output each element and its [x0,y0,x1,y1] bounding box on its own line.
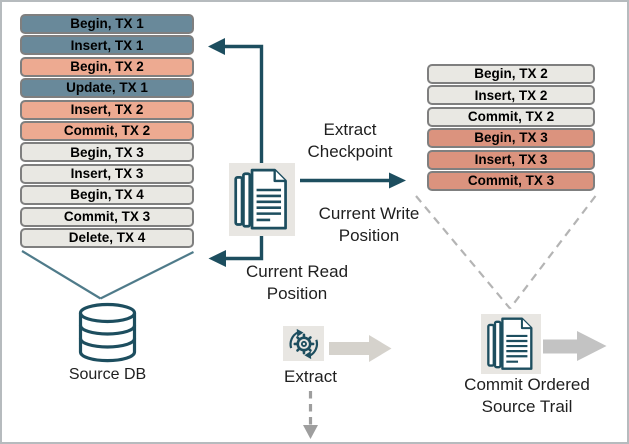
log-row: Commit, TX 2 [20,120,194,141]
log-row: Insert, TX 2 [427,85,595,106]
current-read-position-label: Current Read Position [245,262,349,304]
commit-ordered-source-trail-label: Commit Ordered Source Trail [464,375,590,417]
extract-checkpoint-arrow [300,172,406,189]
log-row: Begin, TX 4 [20,185,194,206]
log-row: Commit, TX 3 [427,170,595,191]
log-row: Update, TX 1 [20,78,194,99]
database-cylinder-icon [78,302,137,363]
extract-process-iconbox [283,326,324,361]
extract-down-dashed-arrow [303,391,318,439]
log-row: Begin, TX 3 [427,128,595,149]
log-row: Insert, TX 3 [20,163,194,184]
extract-output-block-arrow [329,335,392,362]
log-row: Insert, TX 2 [20,99,194,120]
current-write-position-label: Current Write Position [318,204,420,246]
document-stack-icon [233,168,291,232]
read-marker-arrow [208,38,264,166]
extract-label: Extract [284,367,337,386]
log-row: Begin, TX 1 [20,14,194,34]
document-stack-icon [486,317,536,372]
log-row: Commit, TX 2 [427,106,595,127]
checkpoint-file-iconbox [229,163,295,236]
trail-output-block-arrow [543,331,607,361]
log-row: Begin, TX 2 [20,56,194,77]
log-row: Delete, TX 4 [20,227,194,248]
log-row: Begin, TX 2 [427,64,595,84]
gear-sync-icon [285,327,322,360]
trail-funnel-dashed-lines [415,195,597,310]
log-row: Begin, TX 3 [20,142,194,163]
source-trail-iconbox [481,314,541,374]
extract-checkpoint-label: Extract Checkpoint [307,120,393,162]
log-row: Insert, TX 3 [427,149,595,170]
current-read-arrow [208,232,264,267]
left-funnel-lines [21,250,194,300]
source-log-stack: Begin, TX 1 Insert, TX 1 Begin, TX 2 Upd… [20,14,194,248]
source-db-label: Source DB [68,366,147,383]
log-row: Commit, TX 3 [20,206,194,227]
trail-log-stack: Begin, TX 2 Insert, TX 2 Commit, TX 2 Be… [427,64,595,191]
log-row: Insert, TX 1 [20,35,194,56]
